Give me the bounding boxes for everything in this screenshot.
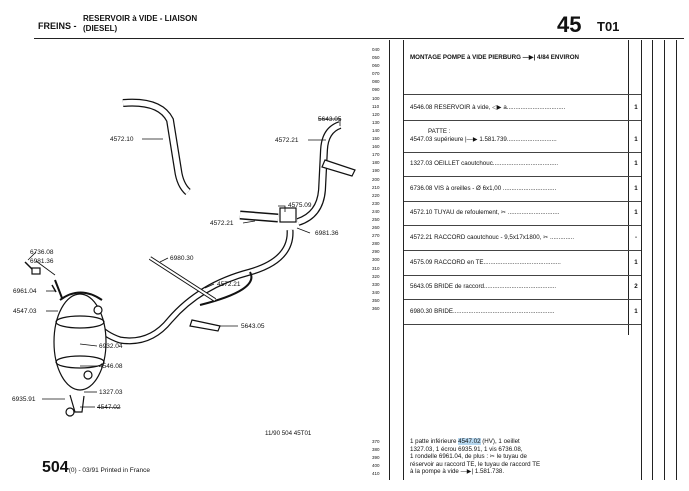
part-label: 1327.03 (99, 389, 123, 396)
footer-text: (0) - 03/91 Printed in France (68, 467, 150, 474)
part-label: 4572.21 (217, 281, 241, 288)
highlighted-part-ref[interactable]: 4547.02 (458, 438, 481, 445)
row-rule (404, 94, 641, 95)
parts-diagram: 4572.10 5643.05 4572.21 4575.09 4572.21 … (12, 98, 356, 417)
parts-row: 5643.05 BRIDE de raccord................… (410, 283, 557, 290)
parts-qty: 1 (634, 136, 638, 143)
parts-qty: 1 (634, 160, 638, 167)
parts-row: 1327.03 OEILLET caoutchouc..............… (410, 160, 559, 167)
part-label: 4547.03 (13, 308, 37, 315)
row-rule (404, 201, 641, 202)
parts-qty: 1 (634, 104, 638, 111)
bracket-5643-05-low (189, 319, 221, 332)
category-label: FREINS - (38, 21, 77, 31)
part-label: 4575.09 (288, 202, 312, 209)
note-text: à la pompe à vide —▶| 1.581.738. (410, 468, 505, 476)
parts-row: PATTE : (428, 128, 451, 135)
line-numbers-top: 040 050 060 070 080 090 100 110 120 130 … (372, 47, 380, 311)
note-text: 1 rondelle 6961.04, de plus : ✂ le tuyau… (410, 453, 527, 461)
te-fitting (279, 207, 297, 223)
part-label: 5643.05 (318, 116, 342, 123)
parts-qty: 1 (634, 185, 638, 192)
page-number: 45 (557, 12, 582, 37)
parts-row: 4546.08 RESERVOIR à vide, ◁▶ a..........… (410, 104, 566, 111)
row-rule (404, 250, 641, 251)
page-footer: 504(0) - 03/91 Printed in France (42, 459, 150, 477)
parts-row: 4572.21 RACCORD caoutchouc - 9,5x17x1800… (410, 234, 575, 241)
row-rule (404, 324, 641, 325)
part-label: 5643.05 (241, 323, 265, 330)
parts-qty: 2 (634, 283, 638, 290)
column-divider (676, 40, 677, 480)
part-label: 6980.30 (170, 255, 194, 262)
note-text: réservoir au raccord TE, le tuyau de rac… (410, 460, 541, 468)
model-number: 504 (42, 459, 69, 476)
parts-qty: 1 (634, 259, 638, 266)
part-label: 6932.04 (99, 343, 123, 350)
parts-row: 4572.10 TUYAU de refoulement, ✂ ........… (410, 209, 560, 216)
parts-qty: - (634, 234, 638, 241)
footnote: 1 patte inférieure 4547.02 (HV), 1 oeill… (410, 438, 540, 476)
header-rule (34, 38, 684, 39)
drawing-code: 11/90 504 45T01 (265, 430, 312, 437)
title-line-1: RESERVOIR à VIDE - LIAISON (83, 14, 198, 23)
page-code: T01 (597, 19, 620, 34)
column-divider (628, 40, 629, 335)
parts-row: 4547.03 supérieure |—▶ 1.581.739........… (410, 136, 557, 143)
part-label: 4572.21 (210, 220, 234, 227)
parts-qty: 1 (634, 308, 638, 315)
part-label: 4547.02 (97, 404, 121, 411)
title-line-2: (DIESEL) (83, 24, 118, 33)
line-numbers-bottom: 370 380 390 400 410 (372, 439, 380, 477)
note-text: 1 patte inférieure (410, 438, 459, 445)
column-divider (389, 40, 390, 480)
row-rule (404, 152, 641, 153)
part-label: 6961.04 (13, 288, 37, 295)
column-divider (652, 40, 653, 480)
note-text: 1327.03, 1 écrou 6935.91, 1 vis 6736.08, (410, 445, 523, 453)
part-label: 4572.21 (275, 137, 299, 144)
column-divider (403, 40, 404, 480)
column-divider (664, 40, 665, 480)
parts-row: MONTAGE POMPE à VIDE PIERBURG —▶| 4/84 E… (410, 54, 579, 61)
part-label: 6981.36 (30, 258, 54, 265)
part-label: 4572.10 (110, 136, 134, 143)
part-label: 6736.08 (30, 249, 54, 256)
parts-row: 6736.08 VIS à oreilles - Ø 6x1,00 ......… (410, 185, 557, 192)
column-divider (641, 40, 642, 480)
row-rule (404, 225, 641, 226)
part-label: 6935.91 (12, 396, 36, 403)
row-rule (404, 299, 641, 300)
parts-row: 4575.09 RACCORD en TE...................… (410, 259, 561, 266)
part-label: 6981.36 (315, 230, 339, 237)
page-title: RESERVOIR à VIDE - LIAISON (DIESEL) (83, 14, 197, 34)
note-text: (HV), 1 oeillet (480, 438, 520, 445)
row-rule (404, 120, 641, 121)
bracket-5643-05-top (321, 159, 356, 177)
row-rule (404, 176, 641, 177)
row-rule (404, 275, 641, 276)
part-label: 4546.08 (99, 363, 123, 370)
parts-row: 6980.30 BRIDE...........................… (410, 308, 555, 315)
parts-qty: 1 (634, 209, 638, 216)
